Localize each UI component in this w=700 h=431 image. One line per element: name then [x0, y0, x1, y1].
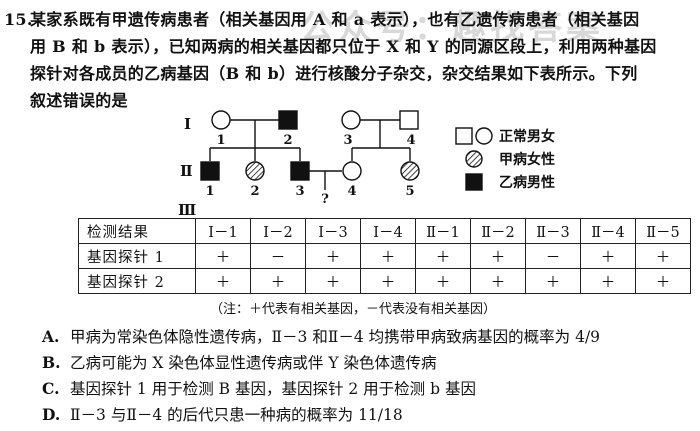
option-a[interactable]: A. 甲病为常染色体隐性遗传病，Ⅱ－3 和Ⅱ－4 均携带甲病致病基因的概率为 4/…	[42, 324, 600, 350]
pedigree-gen1-male-2	[278, 110, 298, 130]
legend-disease-b-label: 乙病男性	[499, 174, 555, 191]
table-cell: ＋	[635, 268, 691, 294]
legend-normal-label: 正常男女	[499, 128, 555, 145]
question-line-1: 15.某家系既有甲遗传病患者（相关基因用 A 和 a 表示），也有乙遗传病患者（…	[4, 6, 694, 33]
option-label: A.	[42, 327, 60, 346]
gen2-number-1: 1	[205, 184, 214, 199]
pedigree-chart: Ⅰ Ⅱ Ⅲ 1 2 3 4 1 2 3 4 5 ?	[178, 110, 420, 219]
gen2-number-4: 4	[347, 184, 356, 199]
table-cell: ＋	[360, 268, 416, 294]
table-header-cell: Ⅰ－2	[250, 218, 306, 244]
table-cell: ＋	[415, 243, 471, 269]
gen2-number-2: 2	[250, 184, 259, 199]
table-cell: ＋	[305, 243, 361, 269]
table-cell: ＋	[305, 268, 361, 294]
table-cell: －	[525, 243, 581, 269]
option-label: B.	[42, 353, 61, 372]
watermark: 公众号：趣找答案	[300, 8, 604, 48]
option-d[interactable]: D. Ⅱ－3 与Ⅱ－4 的后代只患一种病的概率为 11/18	[42, 402, 600, 428]
legend-disease-b: 乙病男性	[455, 170, 555, 193]
table-header-cell: Ⅰ－1	[195, 218, 251, 244]
table-header-label: 检测结果	[78, 218, 196, 244]
gen2-number-5: 5	[405, 184, 414, 199]
table-cell: ＋	[635, 243, 691, 269]
gen2-number-3: 3	[295, 184, 304, 199]
table-cell: ＋	[580, 268, 636, 294]
generation-label-2: Ⅱ	[180, 162, 193, 180]
table-cell: ＋	[580, 243, 636, 269]
table-row: 基因探针 1 ＋ － ＋ ＋ ＋ ＋ － ＋ ＋	[78, 243, 691, 269]
table-cell: ＋	[470, 243, 526, 269]
table-note: （注：＋代表有相关基因，－代表没有相关基因）	[210, 302, 497, 317]
row-label: 基因探针 1	[78, 243, 196, 269]
legend-disease-a: 甲病女性	[455, 147, 555, 170]
hatched-female-icon	[465, 149, 483, 168]
question-line-2: 用 B 和 b 表示），已知两病的相关基因都只位于 X 和 Y 的同源区段上，利…	[30, 37, 657, 56]
table-header-cell: Ⅱ－4	[580, 218, 636, 244]
generation-label-1: Ⅰ	[184, 115, 191, 133]
filled-male-icon	[465, 172, 483, 191]
pedigree-legend: 正常男女 甲病女性 乙病男性	[455, 124, 555, 193]
pedigree-gen2-female-5	[400, 161, 420, 181]
option-b[interactable]: B. 乙病可能为 X 染色体显性遗传病或伴 Y 染色体遗传病	[42, 350, 600, 376]
row-label: 基因探针 2	[78, 268, 196, 294]
table-cell: ＋	[470, 268, 526, 294]
option-label: C.	[42, 379, 60, 398]
pedigree-gen2-female-2	[245, 161, 265, 181]
table-cell: ＋	[360, 243, 416, 269]
table-cell: －	[250, 243, 306, 269]
pedigree-gen2-female-4	[342, 161, 362, 181]
gen1-number-2: 2	[283, 133, 292, 148]
pedigree-gen1-female-3	[341, 110, 361, 130]
question-line-3: 探针对各成员的乙病基因（B 和 b）进行核酸分子杂交，杂交结果如下表所示。下列	[30, 64, 638, 83]
legend-disease-a-label: 甲病女性	[499, 151, 555, 168]
table-cell: ＋	[250, 268, 306, 294]
normal-male-female-icon	[455, 126, 493, 145]
gen1-number-4: 4	[406, 133, 415, 148]
gen1-number-1: 1	[216, 133, 225, 148]
table-row: 基因探针 2 ＋ ＋ ＋ ＋ ＋ ＋ ＋ ＋ ＋	[78, 268, 691, 294]
option-text: 基因探针 1 用于检测 B 基因，基因探针 2 用于检测 b 基因	[70, 380, 476, 398]
table-header-cell: Ⅱ－1	[415, 218, 471, 244]
gen1-number-3: 3	[343, 133, 352, 148]
generation-label-3: Ⅲ	[178, 201, 196, 219]
table-header-cell: Ⅰ－4	[360, 218, 416, 244]
option-text: 乙病可能为 X 染色体显性遗传病或伴 Y 染色体遗传病	[70, 354, 437, 372]
table-header-row: 检测结果 Ⅰ－1 Ⅰ－2 Ⅰ－3 Ⅰ－4 Ⅱ－1 Ⅱ－2 Ⅱ－3 Ⅱ－4 Ⅱ－5	[78, 218, 691, 244]
table-cell: ＋	[525, 268, 581, 294]
pedigree-gen2-male-1	[200, 161, 220, 181]
table-header-cell: Ⅰ－3	[305, 218, 361, 244]
table-header-cell: Ⅱ－3	[525, 218, 581, 244]
question-line-4: 叙述错误的是	[30, 91, 128, 110]
answer-options: A. 甲病为常染色体隐性遗传病，Ⅱ－3 和Ⅱ－4 均携带甲病致病基因的概率为 4/…	[42, 324, 600, 428]
table-header-cell: Ⅱ－2	[470, 218, 526, 244]
question-stem: 15.某家系既有甲遗传病患者（相关基因用 A 和 a 表示），也有乙遗传病患者（…	[4, 6, 694, 114]
table-cell: ＋	[195, 268, 251, 294]
question-number: 15.	[4, 10, 33, 29]
table-header-cell: Ⅱ－5	[635, 218, 691, 244]
pedigree-gen2-male-3	[290, 161, 310, 181]
legend-normal: 正常男女	[455, 124, 555, 147]
pedigree-gen1-female-1	[211, 110, 231, 130]
gen3-unknown-mark: ?	[321, 192, 329, 207]
option-text: Ⅱ－3 与Ⅱ－4 的后代只患一种病的概率为 11/18	[70, 406, 403, 424]
pedigree-gen1-male-4	[399, 110, 419, 130]
option-text: 甲病为常染色体隐性遗传病，Ⅱ－3 和Ⅱ－4 均携带甲病致病基因的概率为 4/9	[70, 328, 601, 346]
probe-result-table: 检测结果 Ⅰ－1 Ⅰ－2 Ⅰ－3 Ⅰ－4 Ⅱ－1 Ⅱ－2 Ⅱ－3 Ⅱ－4 Ⅱ－5…	[78, 218, 691, 294]
option-c[interactable]: C. 基因探针 1 用于检测 B 基因，基因探针 2 用于检测 b 基因	[42, 376, 600, 402]
option-label: D.	[42, 405, 61, 424]
table-cell: ＋	[415, 268, 471, 294]
table-cell: ＋	[195, 243, 251, 269]
